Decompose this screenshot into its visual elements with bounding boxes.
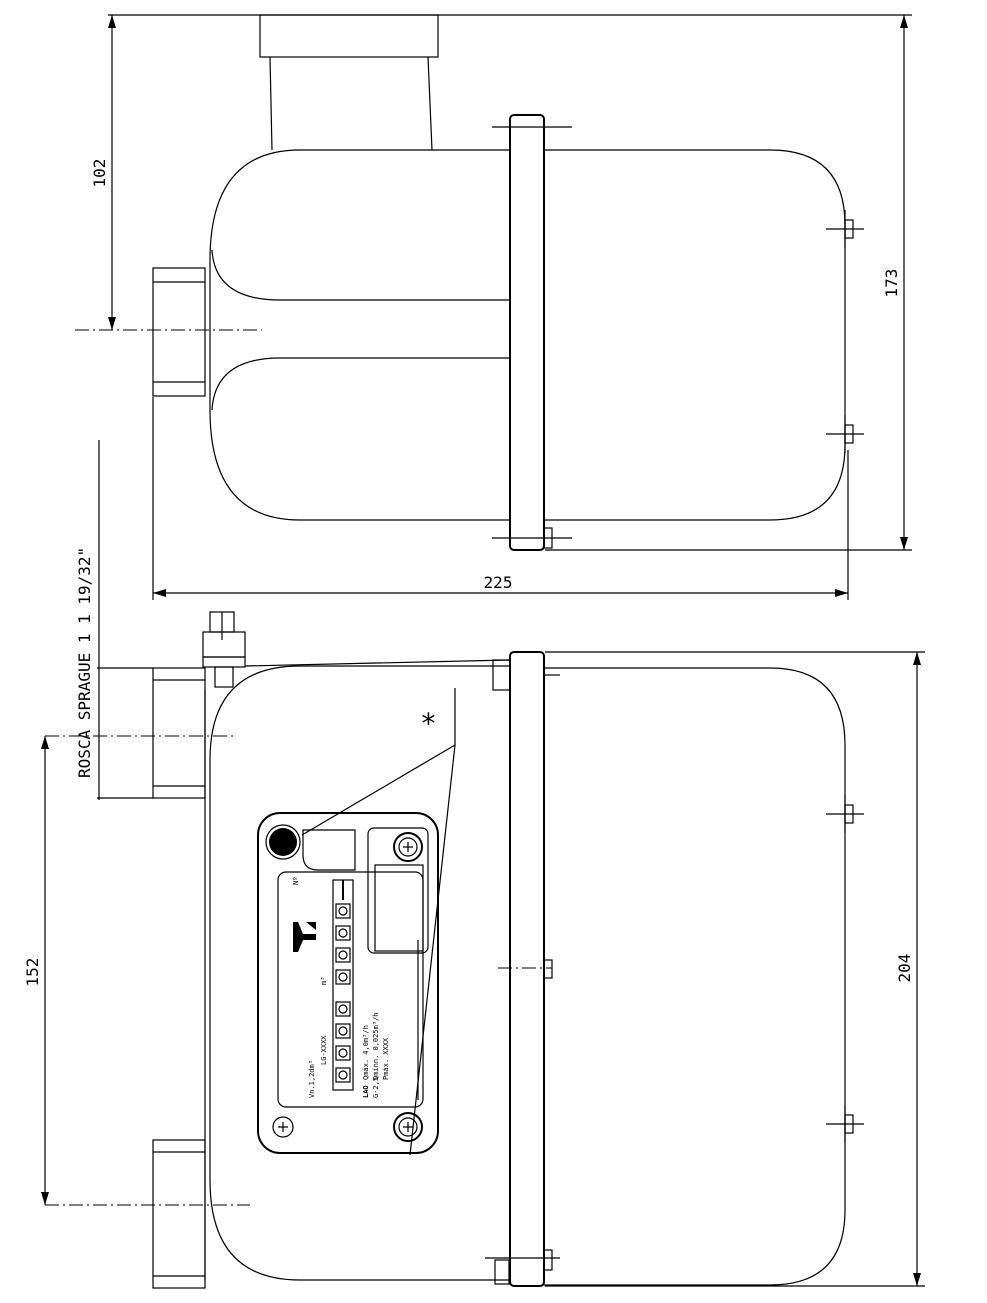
nameplate-qmax: Qmáx. 4,0m³/h [362, 1025, 370, 1080]
top-outlet-neck [269, 56, 433, 151]
dim-152-label: 152 [23, 958, 42, 987]
brand-logo-icon [293, 922, 316, 952]
asterisk-mark: * [420, 707, 437, 740]
thread-note: ROSCA SPRAGUE 1 1 19/32" [75, 440, 100, 800]
counter-small-window [302, 829, 356, 871]
top-body-outline [209, 149, 510, 521]
top-body-contour-upper [211, 249, 510, 301]
dim-102-label: 102 [90, 159, 109, 188]
odometer-digits [335, 880, 351, 1083]
top-flange [509, 114, 545, 551]
screw-bottom-right-icon [393, 1112, 423, 1142]
dim-225-label: 225 [484, 573, 513, 592]
counter-right-window-frame [367, 827, 429, 954]
counter-frame [257, 812, 439, 1154]
counter-housing: Nº LG-XXXX Vn.1,2dm³ m³ LAO G-2,5 Qmáx. … [257, 812, 439, 1154]
nameplate-pmax: Pmáx. XXXX [382, 1037, 390, 1080]
flange-bolt-lower [494, 1259, 510, 1285]
front-port-lower [152, 1139, 206, 1289]
top-body-contour-lower [211, 357, 510, 411]
top-outlet-cap [259, 14, 439, 58]
nameplate-unit: m³ [320, 977, 328, 985]
nameplate-qmin: Qmínn. 0,025m³/h [372, 1013, 380, 1080]
front-flange [509, 651, 545, 1287]
valve-body [202, 631, 246, 658]
nameplate-cyclic-volume: Vn.1,2dm³ [308, 1060, 316, 1098]
dim-204-label: 204 [895, 954, 914, 983]
nameplate-model: LG-XXXX [320, 1035, 328, 1065]
serial-label: Nº [292, 877, 300, 885]
thread-note-label: ROSCA SPRAGUE 1 1 19/32" [75, 547, 94, 778]
top-body-right-outline [544, 149, 846, 521]
front-body-outline [209, 665, 510, 1281]
front-view: * [45, 611, 864, 1289]
top-dimensions: 102 173 225 [90, 14, 912, 600]
dim-173-label: 173 [882, 269, 901, 298]
screw-top-right-icon [393, 832, 423, 862]
counter-right-window [374, 864, 424, 952]
asterisk-leader [301, 744, 456, 836]
top-view [75, 14, 864, 551]
seal-disc [269, 828, 297, 856]
nameplate [277, 871, 424, 1108]
front-body-right-outline [544, 667, 846, 1286]
nameplate-brand-code: LAO [362, 1085, 370, 1098]
nameplate-type-code: G-2,5 [372, 1077, 380, 1098]
side-inlet-connector [152, 267, 206, 397]
front-dimensions: 152 204 [23, 651, 925, 1287]
screw-bottom-left-icon [272, 1116, 294, 1138]
front-port-upper [152, 667, 206, 799]
flange-bolt-upper [492, 659, 511, 691]
